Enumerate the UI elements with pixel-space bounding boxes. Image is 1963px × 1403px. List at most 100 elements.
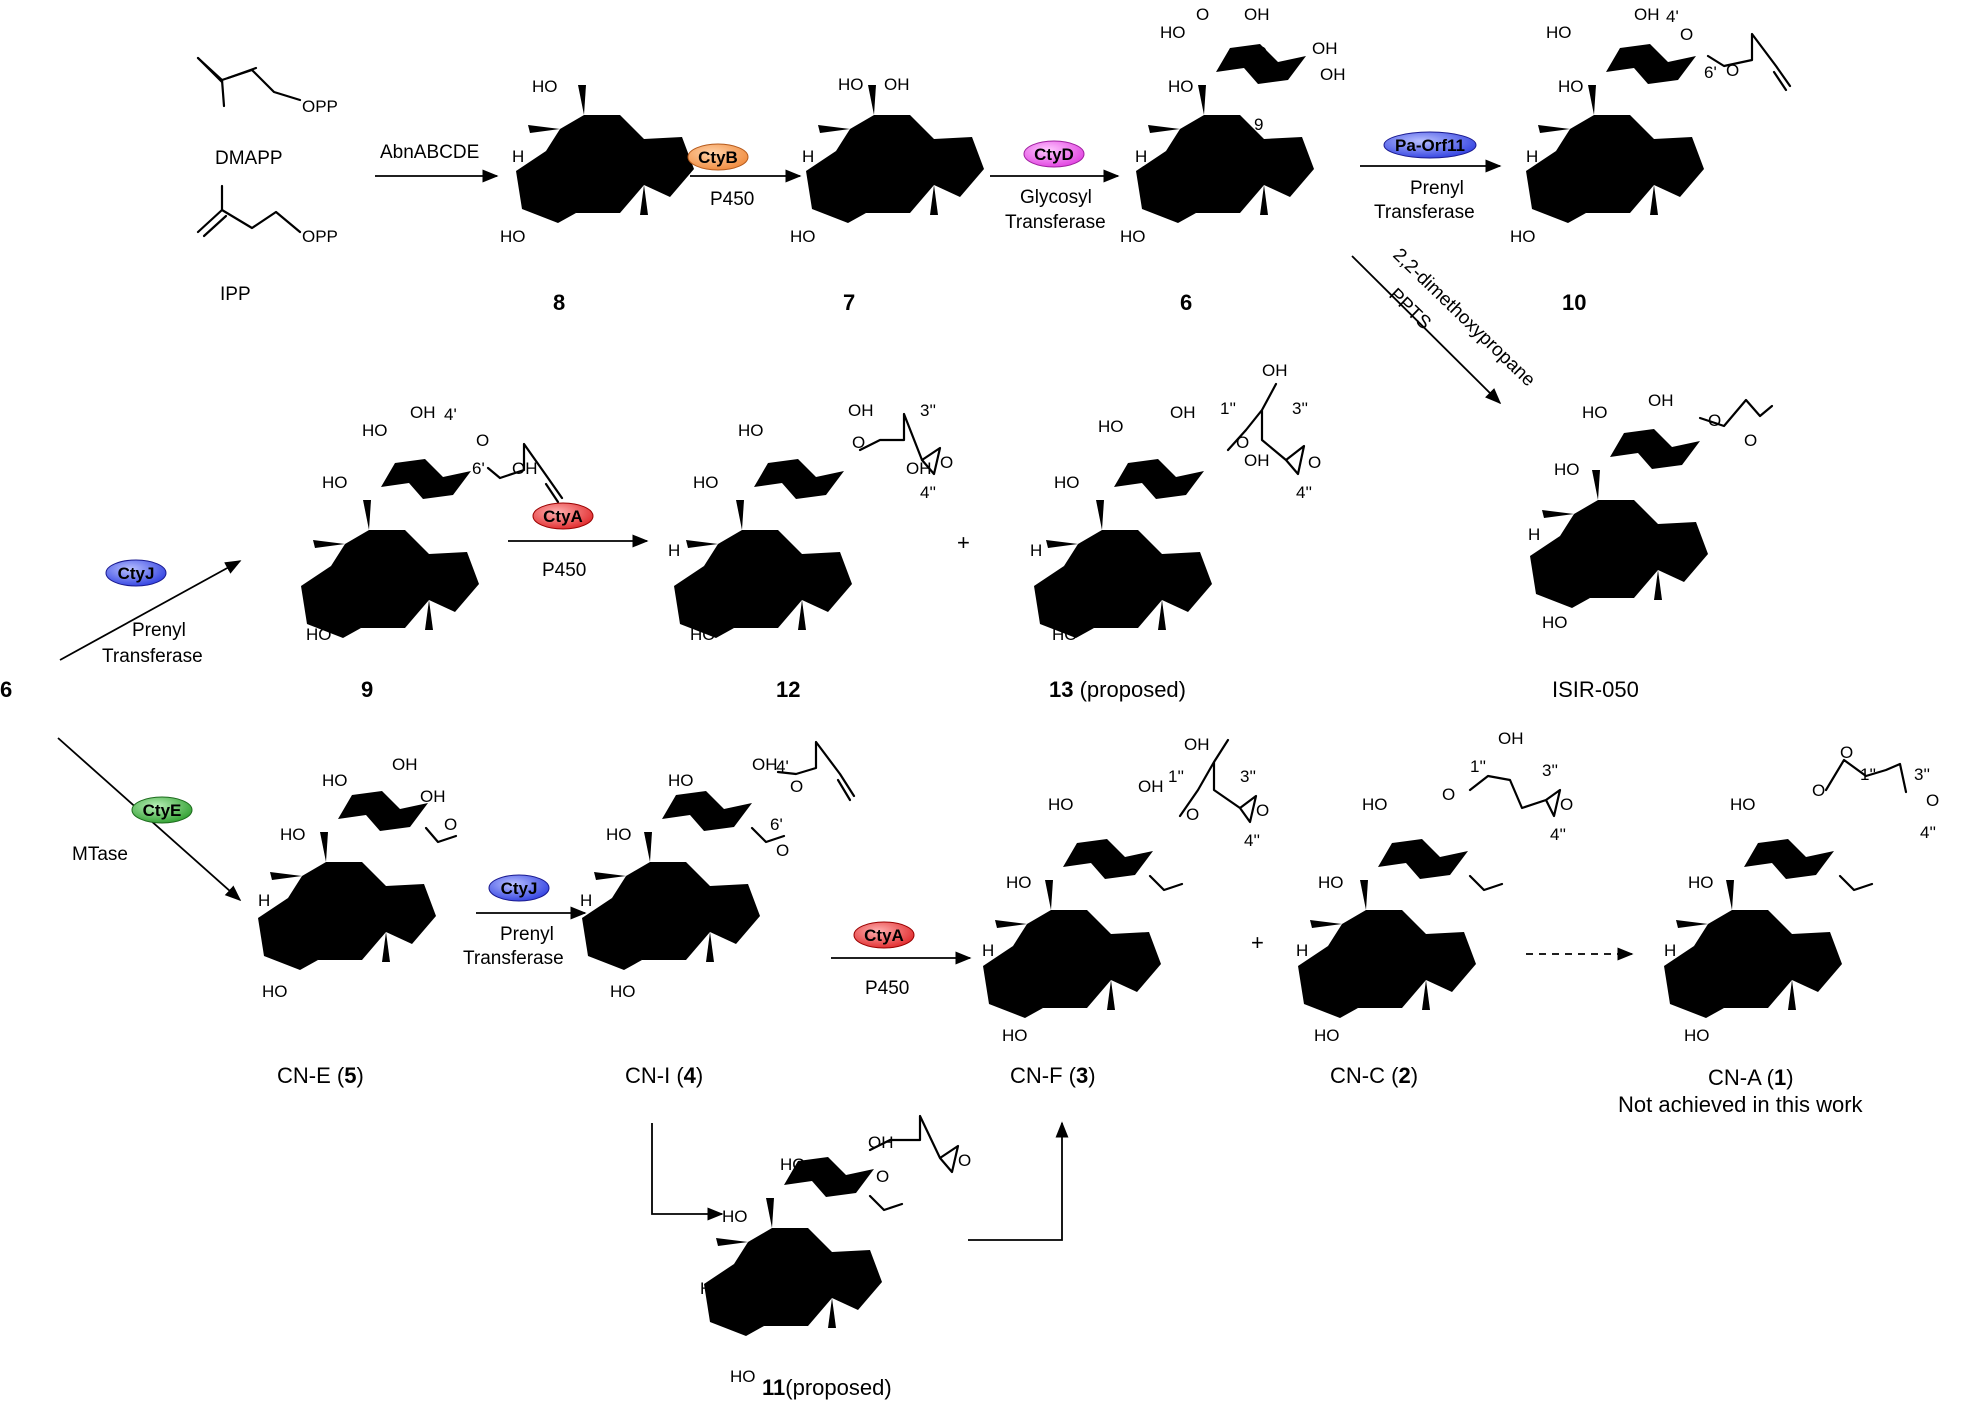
abn-label: AbnABCDE <box>380 142 479 163</box>
c10-h: H <box>1526 147 1538 166</box>
compound-13-suffix: (proposed) <box>1073 677 1186 702</box>
ctyJ-bot-label: CtyJ <box>501 879 538 898</box>
cne-ho2: HO <box>262 982 288 1001</box>
isir-ho1: HO <box>1582 403 1608 422</box>
c9-ho2: HO <box>306 625 332 644</box>
c7-ho: HO <box>838 75 864 94</box>
cna-o1: O <box>1812 781 1825 800</box>
cni-oh1: OH <box>752 755 778 774</box>
isir-050-label: ISIR-050 <box>1552 677 1639 702</box>
cnf-oh1pp: OH <box>1184 735 1210 754</box>
arrow-chem <box>1351 255 1502 405</box>
compound-11-caption: 11(proposed) <box>762 1375 892 1400</box>
compound-13-structure <box>1034 382 1306 690</box>
cna-4pp: 4'' <box>1920 823 1936 842</box>
c6-sugar-oh2: OH <box>1312 39 1338 58</box>
cna-3pp: 3'' <box>1914 765 1930 784</box>
cn-i-num: 4 <box>684 1063 697 1088</box>
plus-sign-2: + <box>1251 930 1264 955</box>
cna-ho1: HO <box>1730 795 1756 814</box>
c7-h: H <box>802 147 814 166</box>
c6-h: H <box>1135 147 1147 166</box>
dmapp-structure <box>196 56 302 108</box>
compound-12-label: 12 <box>776 677 800 702</box>
cnf-ho1: HO <box>1048 795 1074 814</box>
c9-oh6: OH <box>512 459 538 478</box>
c8-h: H <box>512 147 524 166</box>
cna-ho: HO <box>1688 873 1714 892</box>
cnf-4pp: 4'' <box>1244 831 1260 850</box>
isir-oh1: OH <box>1648 391 1674 410</box>
cni-o6: O <box>776 841 789 860</box>
c11-ho: HO <box>722 1207 748 1226</box>
c10-6p: 6' <box>1704 63 1717 82</box>
cne-oh1: OH <box>392 755 418 774</box>
cn-a-structure <box>1664 758 1908 1070</box>
cnf-oh1: OH <box>1138 777 1164 796</box>
ctyE-label: CtyE <box>143 801 182 820</box>
c12-o4: O <box>852 433 865 452</box>
compound-7-structure <box>806 85 1004 275</box>
ctyD-label: CtyD <box>1034 145 1074 164</box>
cn-f-close: ) <box>1088 1063 1095 1088</box>
isir-o2: O <box>1744 431 1757 450</box>
ctyA-bot-label: CtyA <box>864 926 904 945</box>
ipp-label: IPP <box>220 284 251 305</box>
c9-oh1: OH <box>410 403 436 422</box>
isir-050-structure <box>1530 398 1774 660</box>
c13-o4: O <box>1236 433 1249 452</box>
cnf-3pp: 3'' <box>1240 767 1256 786</box>
isir-ho2: HO <box>1542 613 1568 632</box>
cnc-h: H <box>1296 941 1308 960</box>
c9-ho1: HO <box>362 421 388 440</box>
ctyB-type: P450 <box>710 189 754 210</box>
ctyE-type: MTase <box>72 844 128 865</box>
c13-ho: HO <box>1054 473 1080 492</box>
cn-i-caption: CN-I (4) <box>625 1063 703 1088</box>
ctyD-type2: Transferase <box>1005 212 1106 233</box>
cni-ho: HO <box>606 825 632 844</box>
cna-h: H <box>1664 941 1676 960</box>
c10-ho1: HO <box>1546 23 1572 42</box>
cni-4p: 4' <box>776 757 789 776</box>
cn-i-close: ) <box>696 1063 703 1088</box>
cn-e-structure <box>258 775 458 1022</box>
compound-9-structure <box>301 442 564 690</box>
cnf-epox-o: O <box>1256 801 1269 820</box>
enzyme-badge-ctyJ-top: CtyJ <box>105 559 167 587</box>
compound-8-structure <box>516 85 714 275</box>
cn-f-structure <box>983 738 1258 1070</box>
c6-sugar-oh1: OH <box>1244 5 1270 24</box>
c11-epox-o: O <box>958 1151 971 1170</box>
c11-h: H <box>700 1279 712 1298</box>
c9-4p: 4' <box>444 405 457 424</box>
cnc-ho: HO <box>1318 873 1344 892</box>
ctyJ-top-type2: Transferase <box>102 646 203 667</box>
c13-ho1: HO <box>1098 417 1124 436</box>
cni-h: H <box>580 891 592 910</box>
c12-h: H <box>668 541 680 560</box>
c12-oh1: OH <box>848 401 874 420</box>
ipp-opp-label: OPP <box>302 227 338 246</box>
cnc-ho2: HO <box>1314 1026 1340 1045</box>
compound-11-label: 11 <box>762 1375 785 1400</box>
ctyA-top-type: P450 <box>542 560 586 581</box>
paorf11-label: Pa-Orf11 <box>1395 136 1465 155</box>
c9-o4: O <box>476 431 489 450</box>
c12-4pp: 4'' <box>920 483 936 502</box>
c6-ho2: HO <box>1120 227 1146 246</box>
c10-oh1: OH <box>1634 5 1660 24</box>
arrow-11-to-cn-f <box>968 1121 1069 1241</box>
cna-1pp: 1'' <box>1860 765 1876 784</box>
cne-ring-o: O <box>360 791 373 810</box>
ctyA-top-label: CtyA <box>543 507 583 526</box>
cni-ho2: HO <box>610 982 636 1001</box>
paorf11-type2: Transferase <box>1374 202 1475 223</box>
cnc-o1: O <box>1442 785 1455 804</box>
c12-3pp: 3'' <box>920 401 936 420</box>
plus-sign-1: + <box>957 530 970 555</box>
cn-a-caption: CN-A (1) <box>1708 1065 1794 1090</box>
cn-f-caption: CN-F (3) <box>1010 1063 1096 1088</box>
cn-f-name: CN-F ( <box>1010 1063 1077 1088</box>
cni-ho1: HO <box>668 771 694 790</box>
